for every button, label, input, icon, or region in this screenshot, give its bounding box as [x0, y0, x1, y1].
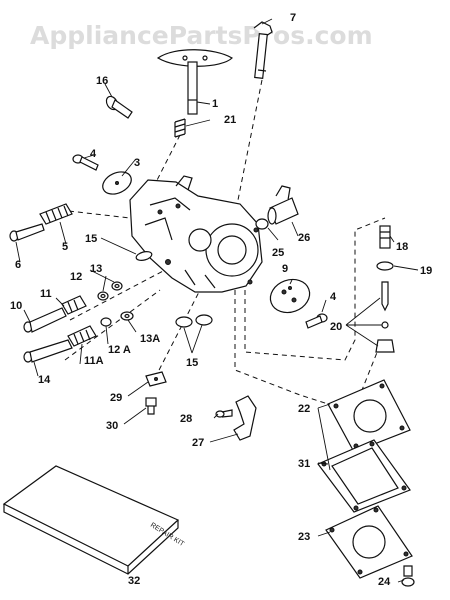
part-4-screw-upper: [72, 154, 99, 171]
callout-20: 20: [330, 321, 342, 333]
callout-4-lower: 4: [330, 291, 337, 303]
callout-18: 18: [396, 241, 408, 253]
callout-19: 19: [420, 265, 432, 277]
callout-21: 21: [224, 114, 236, 126]
part-14-low-speed-needle: [23, 339, 73, 363]
callout-13a: 13A: [140, 333, 160, 345]
callout-25: 25: [272, 247, 284, 259]
part-11-spring: [61, 295, 87, 315]
part-10-high-speed-needle: [23, 307, 67, 333]
callout-30: 30: [106, 420, 118, 432]
part-19-seat: [376, 261, 394, 271]
callout-23: 23: [298, 531, 310, 543]
part-3-choke-plate: [102, 171, 132, 195]
part-28-screw: [215, 409, 233, 418]
callout-7: 7: [290, 12, 296, 24]
leader-lines: [15, 18, 419, 583]
part-27-lever: [233, 395, 257, 441]
callout-12a: 12 A: [108, 344, 131, 356]
part-4-screw-lower: [305, 313, 328, 329]
part-12a-o-ring: [100, 317, 112, 327]
part-25-screen: [255, 218, 269, 230]
callout-13: 13: [90, 263, 102, 275]
part-32-repair-kit: REPAIR KIT: [2, 465, 186, 575]
part-13-washer: [111, 281, 123, 291]
callout-labels: 7 1 21 16 4 3 5 6 15 25 26 18 19 20 9 4 …: [10, 12, 432, 588]
part-26-fuel-inlet: [267, 185, 299, 225]
part-6-idle-screw: [9, 223, 45, 242]
callout-4-upper: 4: [90, 148, 97, 160]
part-22-diaphragm-gasket: [327, 379, 411, 453]
callout-3: 3: [134, 157, 140, 169]
callout-11a: 11A: [84, 355, 104, 367]
part-29-clip: [145, 371, 167, 387]
callout-24: 24: [378, 576, 391, 588]
callout-14: 14: [38, 374, 51, 386]
part-18-needle: [379, 225, 391, 249]
part-15-gasket-upper: [135, 251, 153, 261]
callout-28: 28: [180, 413, 192, 425]
part-20-inlet-needle-set: [375, 281, 395, 353]
part-15-gaskets-lower: [175, 314, 213, 328]
part-21-spring: [174, 118, 186, 138]
callout-22: 22: [298, 403, 310, 415]
part-5-spring: [39, 203, 73, 225]
part-12-o-ring: [97, 291, 109, 301]
part-30-screw: [145, 397, 157, 415]
part-7-throttle-shaft: [253, 21, 273, 79]
part-16-screw: [105, 95, 133, 119]
callout-26: 26: [298, 232, 310, 244]
callout-31: 31: [298, 458, 310, 470]
callout-5: 5: [62, 241, 68, 253]
callout-15-lower: 15: [186, 357, 198, 369]
callout-27: 27: [192, 437, 204, 449]
carburetor-body: [129, 175, 263, 293]
part-31-gasket: [317, 439, 411, 513]
callout-15-upper: 15: [85, 233, 97, 245]
callout-11: 11: [40, 288, 52, 300]
callout-32: 32: [128, 575, 140, 587]
part-1-choke-shaft: [156, 49, 233, 115]
part-13a-washer: [120, 311, 134, 321]
callout-16: 16: [96, 75, 108, 87]
callout-29: 29: [110, 392, 122, 404]
callout-10: 10: [10, 300, 22, 312]
assembly-guide-lines: [59, 79, 386, 405]
callout-9: 9: [282, 263, 288, 275]
callout-1: 1: [212, 98, 218, 110]
part-9-diaphragm-plate: [269, 278, 311, 314]
callout-12: 12: [70, 271, 82, 283]
site-watermark: AppliancePartsPros.com: [30, 21, 373, 50]
callout-6: 6: [15, 259, 21, 271]
part-11a-spring: [67, 325, 97, 347]
part-23-cover: [325, 505, 413, 579]
part-24-screw: [401, 565, 415, 587]
